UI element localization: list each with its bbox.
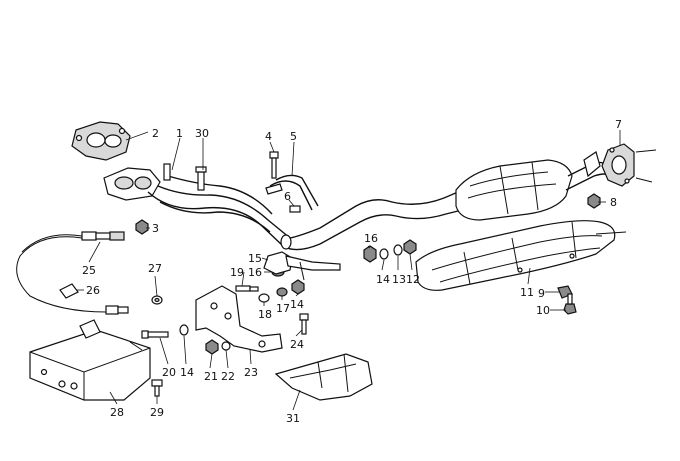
front-pipe: [103, 163, 291, 247]
nut-21: [205, 339, 219, 355]
main-exhaust-pipe: [280, 191, 463, 251]
callout-26: 26: [86, 284, 100, 297]
nut-3: [135, 219, 149, 235]
washer-13: [393, 244, 403, 256]
callout-14a: 14: [180, 366, 194, 379]
callout-11: 11: [520, 286, 534, 299]
callout-16a: 16: [248, 266, 262, 279]
exhaust-manifold-gasket: [71, 121, 131, 161]
callout-31: 31: [286, 412, 300, 425]
callout-25: 25: [82, 264, 96, 277]
callout-23: 23: [244, 366, 258, 379]
nut-14c: [291, 279, 305, 295]
callout-14c: 14: [290, 298, 304, 311]
nut-6: [289, 205, 301, 213]
callout-19: 19: [230, 266, 244, 279]
bolt-19: [235, 285, 259, 292]
callout-9: 9: [538, 287, 545, 300]
callout-29: 29: [150, 406, 164, 419]
callout-10: 10: [536, 304, 550, 317]
washer-18: [258, 293, 270, 303]
washer-14b: [379, 248, 389, 260]
cable-clip-26: [59, 283, 79, 299]
callout-17: 17: [276, 302, 290, 315]
bolt-20: [141, 330, 169, 339]
control-unit: [29, 319, 151, 401]
nut-8: [587, 193, 601, 209]
bolt-24: [299, 313, 309, 335]
callout-15: 15: [248, 252, 262, 265]
callout-22: 22: [221, 370, 235, 383]
washer-22: [221, 341, 231, 351]
callout-5: 5: [290, 130, 297, 143]
washer-27: [151, 295, 163, 305]
callout-20: 20: [162, 366, 176, 379]
washer-17: [276, 287, 288, 297]
clamp-15: [263, 251, 293, 275]
callout-27: 27: [148, 262, 162, 275]
callout-6: 6: [284, 190, 291, 203]
callout-12: 12: [406, 273, 420, 286]
callout-8: 8: [610, 196, 617, 209]
callout-24: 24: [290, 338, 304, 351]
callout-13: 13: [392, 273, 406, 286]
catalytic-converter: [455, 151, 613, 221]
callout-4: 4: [265, 130, 272, 143]
lower-heat-shield: [274, 353, 373, 401]
nut-12: [403, 239, 417, 255]
nut-16b: [363, 245, 377, 263]
pipe-clamp: [265, 174, 319, 211]
oxygen-sensor: [16, 231, 129, 315]
callout-16b: 16: [364, 232, 378, 245]
heat-shield: [415, 220, 627, 291]
washer-14a: [179, 324, 189, 336]
rear-flange-gasket: [601, 143, 657, 187]
bracket-strap: [285, 255, 341, 281]
callout-21: 21: [204, 370, 218, 383]
callout-28: 28: [110, 406, 124, 419]
callout-3: 3: [152, 222, 159, 235]
callout-14b: 14: [376, 273, 390, 286]
callout-2: 2: [152, 127, 159, 140]
bracket: [195, 285, 283, 353]
callout-30: 30: [195, 127, 209, 140]
callout-7: 7: [615, 118, 622, 131]
leader-lines: [76, 130, 621, 411]
callout-18: 18: [258, 308, 272, 321]
bolt-10: [563, 293, 577, 315]
screw-29: [151, 379, 163, 397]
bolt-4: [269, 151, 279, 179]
callout-labels: 1 2 3 4 5 6 7 8 9 10 11 12 13 14 14 14 1…: [82, 118, 622, 425]
callout-1: 1: [176, 127, 183, 140]
